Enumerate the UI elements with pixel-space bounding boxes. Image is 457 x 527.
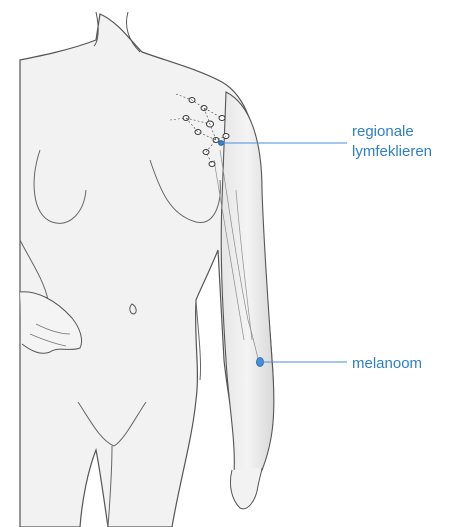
lymph-node — [195, 130, 201, 135]
label-regional-lymph-nodes: regionale lymfeklieren — [352, 122, 432, 162]
right-arm — [221, 92, 274, 480]
lymph-node — [209, 162, 215, 167]
label-line-1: regionale — [352, 122, 432, 142]
right-hand — [230, 468, 262, 509]
label-line-2: lymfeklieren — [352, 142, 432, 162]
label-melanoma: melanoom — [352, 354, 422, 374]
lymph-node — [213, 138, 219, 143]
